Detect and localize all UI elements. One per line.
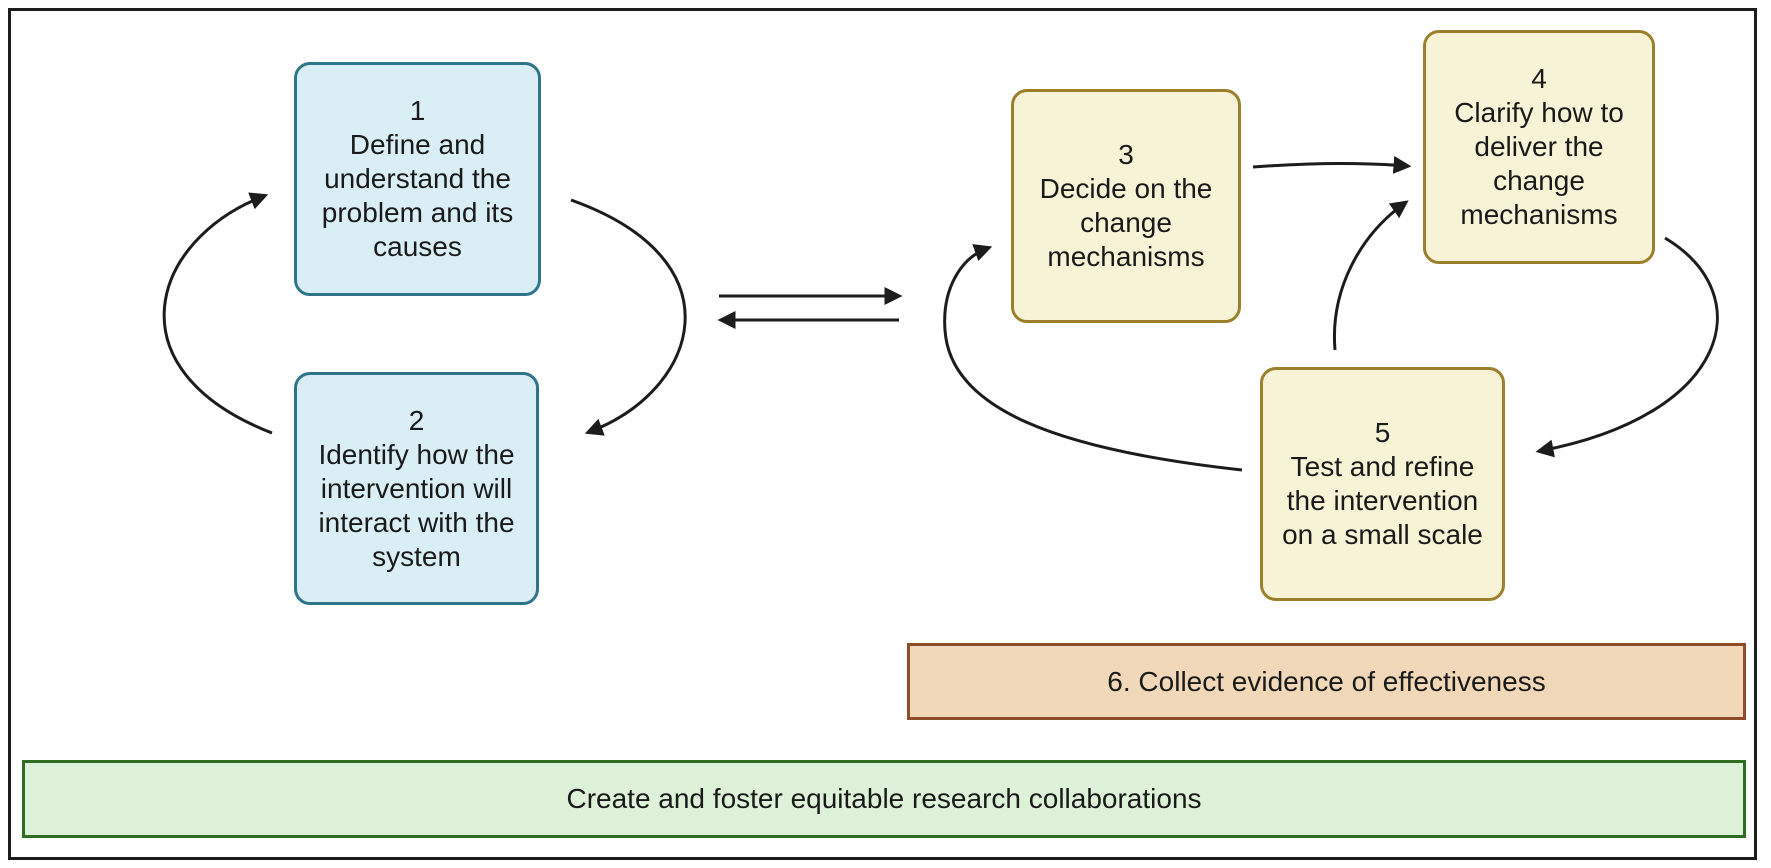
arrow-step4-to-step5 xyxy=(1535,236,1719,458)
evidence-bar: 6. Collect evidence of effectiveness xyxy=(907,643,1746,720)
collaboration-bar: Create and foster equitable research col… xyxy=(22,760,1746,838)
arrow-step3-to-step4 xyxy=(1252,155,1412,174)
evidence-bar-label: 6. Collect evidence of effectiveness xyxy=(1107,665,1546,697)
step-2-box: 2 Identify how the intervention will int… xyxy=(294,372,539,605)
arrow-step1-to-step2 xyxy=(570,198,687,436)
step-4-box: 4 Clarify how to deliver the change mech… xyxy=(1423,30,1655,264)
arrow-step5-to-step3 xyxy=(943,244,1243,472)
diagram-frame xyxy=(8,8,1757,860)
step-2-label: Identify how the intervention will inter… xyxy=(318,438,515,572)
step-3-box: 3 Decide on the change mechanisms xyxy=(1011,89,1241,323)
arrow-step2-to-step1 xyxy=(162,192,273,435)
step-5-number: 5 xyxy=(1374,417,1391,448)
collaboration-bar-label: Create and foster equitable research col… xyxy=(566,783,1202,814)
step-2-number: 2 xyxy=(408,404,425,436)
step-3-number: 3 xyxy=(1118,139,1134,170)
step-5-label: Test and refine the intervention on a sm… xyxy=(1282,451,1483,550)
step-3-label: Decide on the change mechanisms xyxy=(1039,173,1213,272)
step-4-label: Clarify how to deliver the change mechan… xyxy=(1454,97,1624,230)
step-4-number: 4 xyxy=(1531,63,1547,94)
arrow-step5-to-step4 xyxy=(1332,200,1409,351)
step-1-label: Define and understand the problem and it… xyxy=(321,129,514,262)
step-1-box: 1 Define and understand the problem and … xyxy=(294,62,541,296)
step-5-box: 5 Test and refine the intervention on a … xyxy=(1260,367,1505,601)
step-1-number: 1 xyxy=(409,95,426,126)
